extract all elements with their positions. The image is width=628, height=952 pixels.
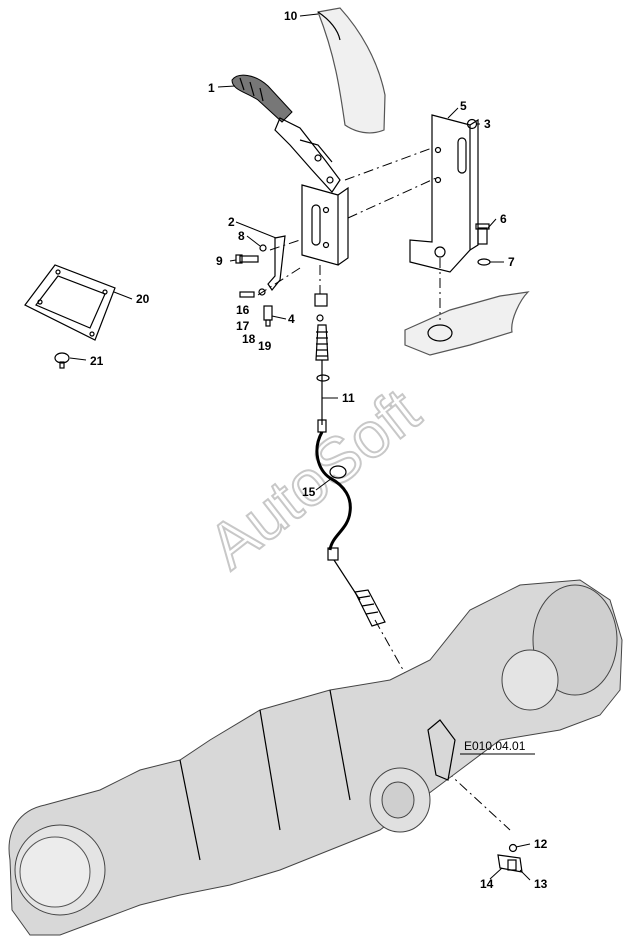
callout-6: 6 [500,212,507,226]
callout-15: 15 [302,485,316,499]
callout-3: 3 [484,117,491,131]
part-21-plug [54,352,70,369]
callout-21: 21 [90,354,104,368]
callout-8: 8 [238,229,245,243]
part-8-washer [259,244,267,252]
axle-assembly [8,579,623,936]
leader-lines [69,13,535,881]
callout-2: 2 [228,215,235,229]
callouts: 10 1 5 3 6 7 2 8 9 16 4 17 18 19 11 15 2… [90,9,548,891]
callout-20: 20 [136,292,150,306]
lever-mount-plate [301,184,349,266]
reference-link[interactable]: E010.04.01 [464,739,526,753]
callout-17: 17 [236,319,250,333]
callout-5: 5 [460,99,467,113]
part-12-nut [508,843,518,853]
part-10-boot [317,7,386,134]
watermark-text: AutoSoft [195,374,433,582]
small-bolt-assembly [239,288,273,327]
floor-plate [404,291,530,356]
callout-16: 16 [236,303,250,317]
watermark: AutoSoft [194,373,434,583]
callout-19: 19 [258,339,272,353]
callout-11: 11 [342,391,355,405]
callout-13: 13 [534,877,548,891]
assembly-lines [257,147,511,831]
callout-9: 9 [216,254,223,268]
part-13-14-clamp [497,854,523,873]
part-5-bracket [409,114,479,273]
part-11-cable [315,324,386,627]
callout-1: 1 [208,81,215,95]
part-2-link-bracket [267,235,286,292]
cable-clip [314,293,328,322]
callout-7: 7 [508,255,515,269]
part-9-bolt [235,254,259,264]
callout-10: 10 [284,9,298,23]
callout-4: 4 [288,312,295,326]
callout-14: 14 [480,877,494,891]
part-20-gasket-frame [24,264,116,341]
callout-12: 12 [534,837,548,851]
part-1-handbrake-lever [231,74,341,193]
callout-18: 18 [242,332,256,346]
part-7-washer [477,258,491,266]
